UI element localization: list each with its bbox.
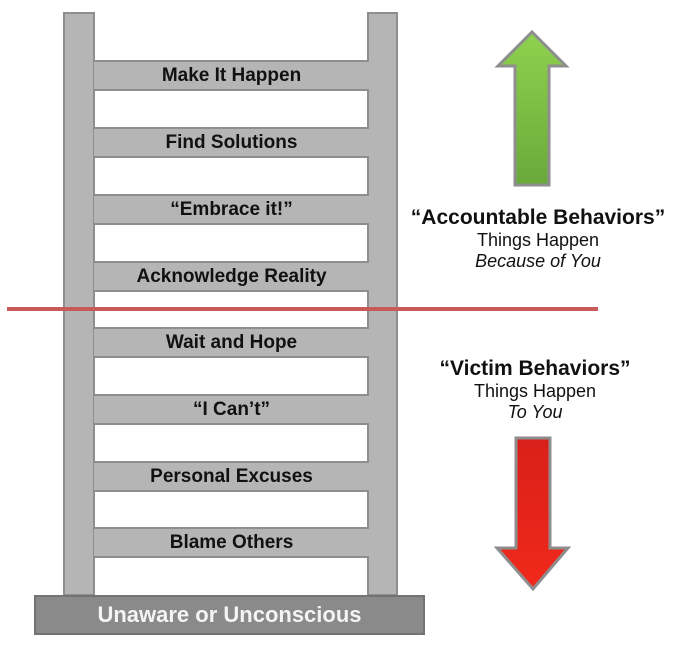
accountability-divider-line	[7, 307, 598, 311]
rung-blame-others: Blame Others	[94, 527, 369, 558]
rung-i-cant: “I Can’t”	[94, 394, 369, 425]
accountable-arrow-shape	[494, 29, 570, 187]
accountable-line1: Things Happen	[476, 230, 600, 250]
victim-arrow-shape	[493, 436, 572, 592]
ladder-left-rail	[63, 12, 95, 596]
rung-make-it-happen: Make It Happen	[94, 60, 369, 91]
rung-personal-excuses: Personal Excuses	[94, 461, 369, 492]
rung-wait-and-hope: Wait and Hope	[94, 327, 369, 358]
rung-find-solutions: Find Solutions	[94, 127, 369, 158]
ladder-base: Unaware or Unconscious	[34, 595, 425, 635]
ladder-right-rail	[367, 12, 398, 596]
victim-title: “Victim Behaviors”	[439, 357, 631, 380]
accountable-caption: “Accountable Behaviors” Things Happen Be…	[400, 206, 676, 272]
victim-line2: To You	[507, 402, 563, 422]
victim-line1: Things Happen	[473, 381, 597, 401]
accountable-line2: Because of You	[475, 251, 601, 271]
victim-caption: “Victim Behaviors” Things Happen To You	[400, 357, 670, 423]
accountable-title: “Accountable Behaviors”	[410, 206, 666, 229]
rung-acknowledge-reality: Acknowledge Reality	[94, 261, 369, 292]
rung-embrace-it: “Embrace it!”	[94, 194, 369, 225]
